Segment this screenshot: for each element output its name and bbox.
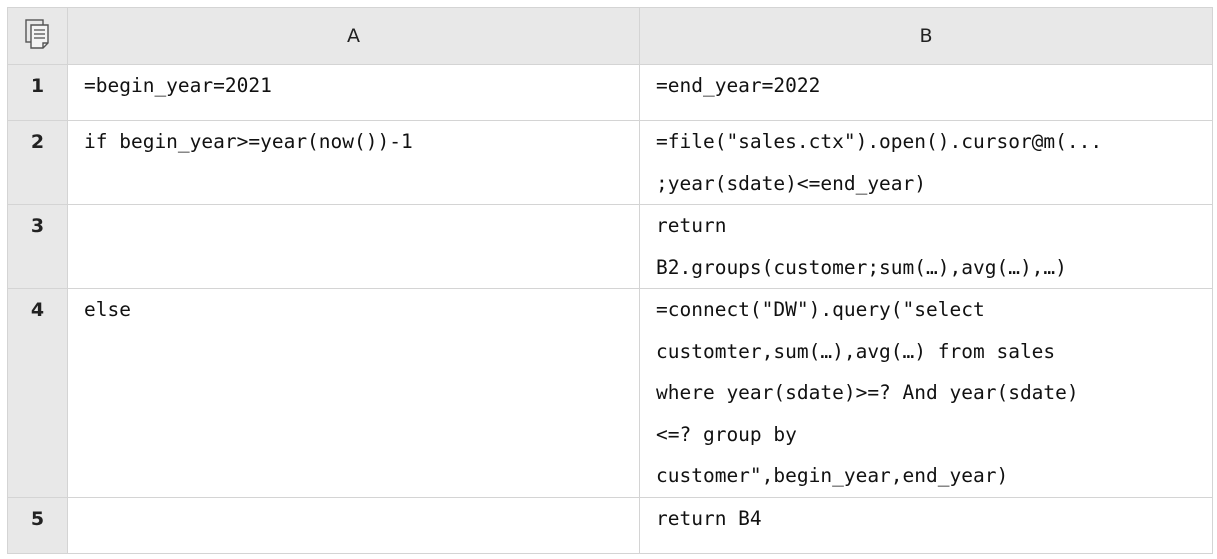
column-header-row: A B	[7, 7, 1213, 65]
cell-a2[interactable]: if begin_year>=year(now())-1	[67, 120, 640, 205]
row-header-2[interactable]: 2	[7, 120, 68, 205]
table-row: 1 =begin_year=2021 =end_year=2022	[7, 64, 1213, 121]
cell-b1[interactable]: =end_year=2022	[639, 64, 1213, 121]
table-row: 5 return B4	[7, 497, 1213, 554]
row-header-5[interactable]: 5	[7, 497, 68, 554]
cell-b2[interactable]: =file("sales.ctx").open().cursor@m(... ;…	[639, 120, 1213, 205]
spreadsheet-grid: A B 1 =begin_year=2021 =end_year=2022 2 …	[7, 7, 1213, 554]
column-header-b[interactable]: B	[639, 7, 1213, 65]
column-header-a[interactable]: A	[67, 7, 640, 65]
cell-a5[interactable]	[67, 497, 640, 554]
cell-b5[interactable]: return B4	[639, 497, 1213, 554]
table-row: 3 return B2.groups(customer;sum(…),avg(……	[7, 204, 1213, 289]
cell-a1[interactable]: =begin_year=2021	[67, 64, 640, 121]
row-header-3[interactable]: 3	[7, 204, 68, 289]
table-row: 4 else =connect("DW").query("select cust…	[7, 288, 1213, 498]
cell-a3[interactable]	[67, 204, 640, 289]
row-header-4[interactable]: 4	[7, 288, 68, 498]
row-header-1[interactable]: 1	[7, 64, 68, 121]
select-all-corner[interactable]	[7, 7, 68, 65]
cell-b3[interactable]: return B2.groups(customer;sum(…),avg(…),…	[639, 204, 1213, 289]
table-row: 2 if begin_year>=year(now())-1 =file("sa…	[7, 120, 1213, 205]
cell-b4[interactable]: =connect("DW").query("select customter,s…	[639, 288, 1213, 498]
cell-a4[interactable]: else	[67, 288, 640, 498]
sheet-menu-icon[interactable]	[24, 18, 51, 54]
